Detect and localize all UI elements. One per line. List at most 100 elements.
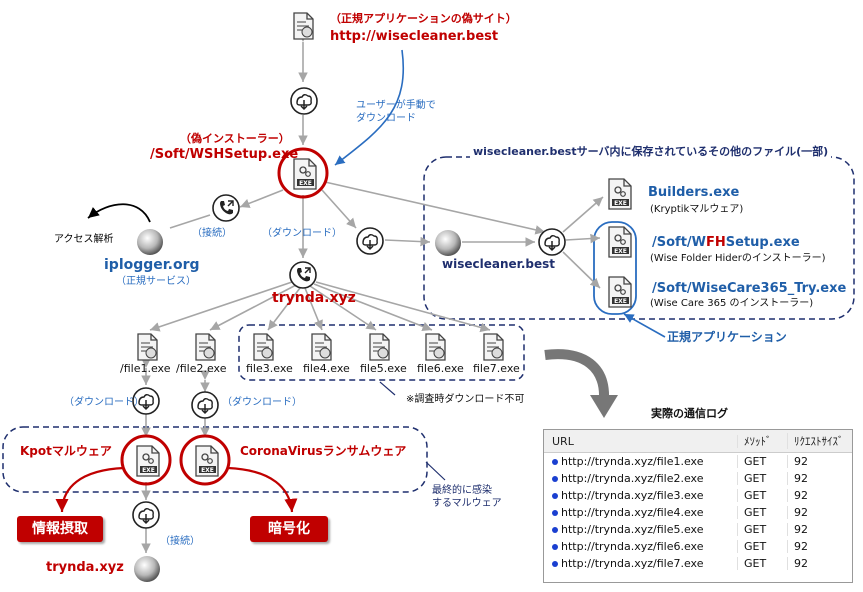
- log-size: 92: [794, 523, 808, 536]
- trynda-phone-icon: [288, 260, 318, 294]
- log-method: GET: [738, 489, 788, 502]
- log-method: GET: [738, 523, 788, 536]
- log-size: 92: [794, 489, 808, 502]
- file1-icon: [136, 333, 160, 365]
- trynda-bottom: trynda.xyz: [46, 560, 124, 575]
- wisecleaner-globe-icon: [434, 229, 462, 261]
- log-header-url[interactable]: URL: [544, 434, 738, 448]
- download-icon: [355, 226, 385, 260]
- log-row[interactable]: http://trynda.xyz/file7.exe GET 92: [544, 555, 852, 572]
- log-url: http://trynda.xyz/file5.exe: [561, 523, 704, 536]
- final-infect-line1: 最終的に感染: [432, 485, 492, 496]
- legit-apps-label: 正規アプリケーション: [667, 330, 787, 344]
- builders-exe-icon: EXE: [606, 178, 634, 214]
- log-url: http://trynda.xyz/file7.exe: [561, 557, 704, 570]
- iplogger-note: （正規サービス）: [116, 276, 196, 287]
- log-row[interactable]: http://trynda.xyz/file5.exe GET 92: [544, 521, 852, 538]
- request-dot-icon: [552, 527, 558, 533]
- request-dot-icon: [552, 476, 558, 482]
- svg-text:EXE: EXE: [201, 467, 214, 474]
- log-url: http://trynda.xyz/file3.exe: [561, 489, 704, 502]
- fake-installer-exe-icon: EXE: [291, 158, 319, 194]
- wisecleaner-host: wisecleaner.best: [442, 257, 555, 271]
- log-size: 92: [794, 557, 808, 570]
- fake-installer-highlight: [277, 147, 329, 199]
- log-size: 92: [794, 540, 808, 553]
- log-header: URL ﾒｿｯﾄﾞ ﾘｸｴｽﾄｻｲｽﾞ: [544, 430, 852, 453]
- kpot-label: Kpotマルウェア: [20, 444, 112, 458]
- wfh-exe-icon: EXE: [606, 226, 634, 262]
- log-size: 92: [794, 506, 808, 519]
- kpot-exe-icon: EXE: [134, 445, 162, 481]
- iplogger-globe-icon: [136, 228, 164, 260]
- connect-phone-icon: [211, 193, 241, 227]
- log-size: 92: [794, 472, 808, 485]
- file-label: file7.exe: [473, 362, 520, 375]
- file-label: file3.exe: [246, 362, 293, 375]
- svg-text:EXE: EXE: [299, 180, 312, 187]
- log-method: GET: [738, 557, 788, 570]
- final-infect-line2: するマルウェア: [432, 498, 502, 509]
- dl-file2: （ダウンロード）: [222, 397, 302, 408]
- request-dot-icon: [552, 561, 558, 567]
- top-site-url: http://wisecleaner.best: [330, 29, 499, 44]
- iplogger-name: iplogger.org: [104, 257, 200, 273]
- other-files-title: wisecleaner.bestサーバ内に保存されているその他のファイル(一部): [470, 145, 832, 159]
- request-log-table: URL ﾒｿｯﾄﾞ ﾘｸｴｽﾄｻｲｽﾞ http://trynda.xyz/fi…: [543, 429, 853, 583]
- manual-download-line2: ダウンロード: [356, 113, 416, 124]
- request-dot-icon: [552, 510, 558, 516]
- svg-text:EXE: EXE: [142, 467, 155, 474]
- trynda-globe-icon: [133, 555, 161, 587]
- download-icon: [289, 86, 319, 120]
- corona-label: CoronaVirusランサムウェア: [240, 444, 407, 458]
- request-dot-icon: [552, 493, 558, 499]
- log-header-size[interactable]: ﾘｸｴｽﾄｻｲｽﾞ: [794, 435, 844, 448]
- unavailable-files-group: [238, 324, 525, 381]
- kpot-highlight: [120, 434, 172, 486]
- file-label: file5.exe: [360, 362, 407, 375]
- log-url: http://trynda.xyz/file1.exe: [561, 455, 704, 468]
- site-file-icon: [292, 12, 316, 44]
- file4-icon: [310, 333, 334, 365]
- fake-installer-path: /Soft/WSHSetup.exe: [150, 147, 299, 162]
- wc365-name: /Soft/WiseCare365_Try.exe: [652, 281, 847, 296]
- info-theft-box: 情報摂取: [17, 516, 103, 542]
- connect2-label: （接続）: [160, 536, 200, 547]
- download-icon: [537, 227, 567, 261]
- log-row[interactable]: http://trynda.xyz/file1.exe GET 92: [544, 453, 852, 470]
- log-row[interactable]: http://trynda.xyz/file2.exe GET 92: [544, 470, 852, 487]
- download-icon: [131, 386, 161, 420]
- log-method: GET: [738, 472, 788, 485]
- manual-download-line1: ユーザーが手動で: [356, 100, 436, 111]
- file5-icon: [368, 333, 392, 365]
- log-header-method[interactable]: ﾒｿｯﾄﾞ: [738, 433, 788, 449]
- log-url: http://trynda.xyz/file6.exe: [561, 540, 704, 553]
- log-title: 実際の通信ログ: [651, 407, 728, 420]
- fake-installer-note: （偽インストーラー）: [180, 132, 290, 145]
- log-size: 92: [794, 455, 808, 468]
- builders-desc: (Kryptikマルウェア): [650, 204, 744, 215]
- file-label: /file2.exe: [176, 362, 227, 375]
- request-dot-icon: [552, 459, 558, 465]
- trynda-label: trynda.xyz: [272, 290, 356, 306]
- request-dot-icon: [552, 544, 558, 550]
- log-row[interactable]: http://trynda.xyz/file3.exe GET 92: [544, 487, 852, 504]
- log-url: http://trynda.xyz/file2.exe: [561, 472, 704, 485]
- log-method: GET: [738, 506, 788, 519]
- encrypt-box: 暗号化: [250, 516, 328, 542]
- wfh-name: /Soft/WFHSetup.exe: [652, 235, 800, 250]
- dl-file1: （ダウンロード）: [64, 397, 144, 408]
- file6-icon: [424, 333, 448, 365]
- file2-icon: [194, 333, 218, 365]
- download-label: （ダウンロード）: [262, 228, 342, 239]
- download-icon: [131, 500, 161, 534]
- svg-text:EXE: EXE: [614, 200, 627, 207]
- wfh-desc: (Wise Folder Hiderのインストーラー): [650, 253, 826, 264]
- file3-icon: [252, 333, 276, 365]
- log-method: GET: [738, 455, 788, 468]
- svg-text:EXE: EXE: [614, 248, 627, 255]
- file-label: file4.exe: [303, 362, 350, 375]
